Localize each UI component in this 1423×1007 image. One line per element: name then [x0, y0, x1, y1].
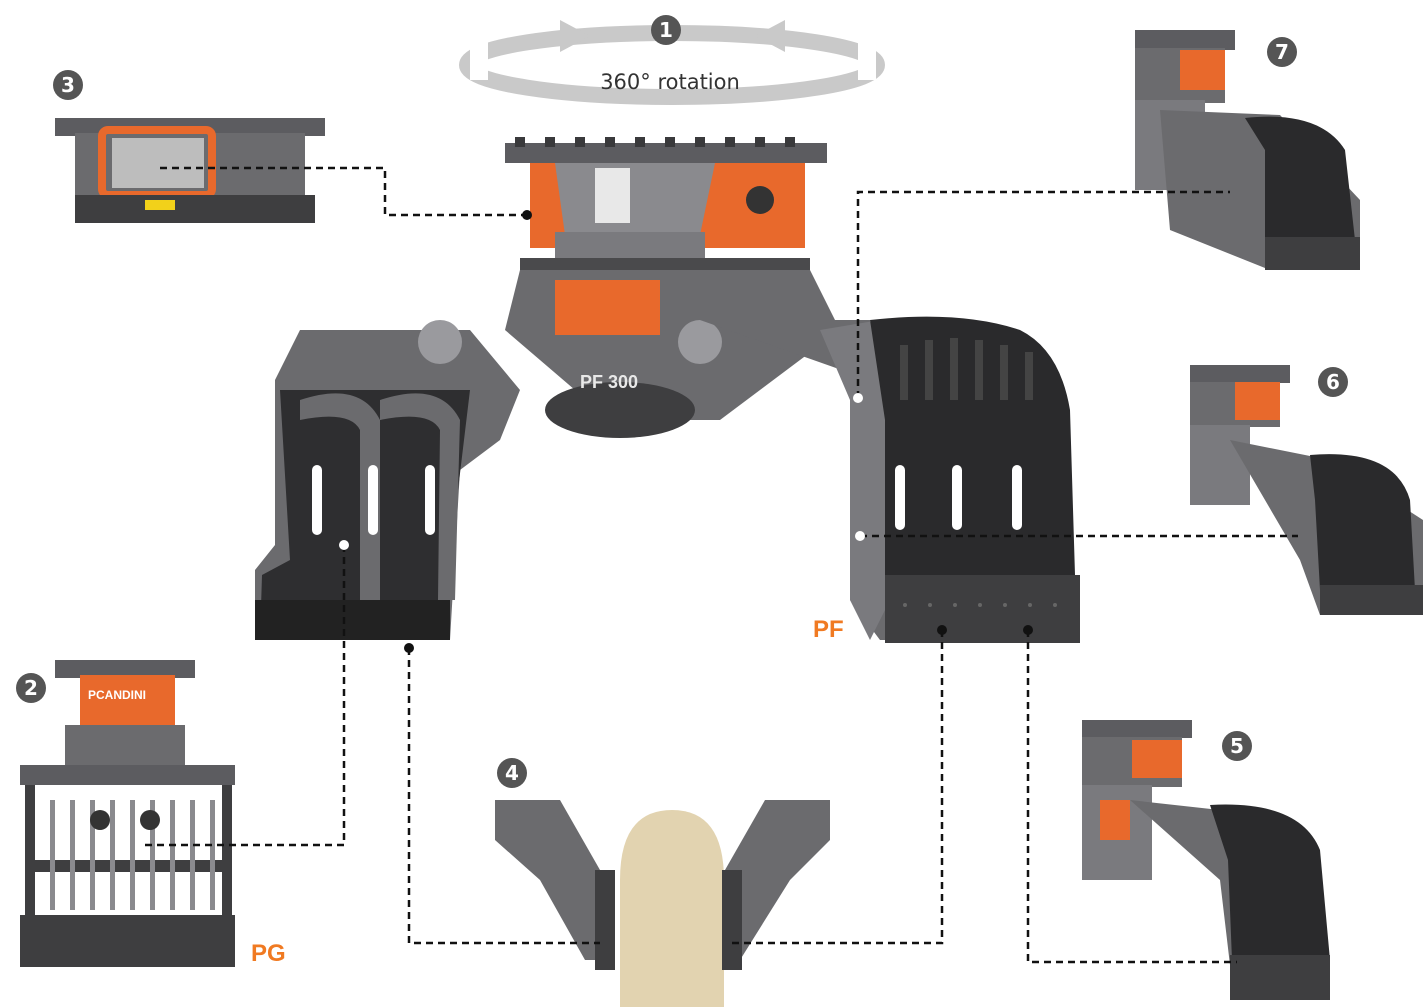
- detail-7-pf-side: [1135, 30, 1360, 271]
- callout-5: 5: [1222, 731, 1252, 761]
- callout-1: 1: [651, 15, 681, 45]
- model-label-pg: PG: [251, 940, 286, 967]
- model-label-pf: PF: [813, 616, 844, 643]
- rotation-label: 360° rotation: [600, 70, 740, 94]
- product-badge: PF 300: [580, 372, 639, 392]
- leader-dots: [339, 210, 1033, 653]
- leader-lines: [145, 166, 1298, 964]
- detail-6-pf-side: [1190, 365, 1423, 615]
- callout-6: 6: [1318, 367, 1348, 397]
- detail-5-pf-side: [1082, 720, 1330, 1000]
- detail-2-pg-front: [20, 660, 235, 967]
- main-grapple: [255, 137, 1080, 643]
- callout-7: 7: [1267, 37, 1297, 67]
- callout-2: 2: [16, 673, 46, 703]
- callout-4: 4: [497, 758, 527, 788]
- callout-3: 3: [53, 70, 83, 100]
- detail-3-rotator: [55, 118, 325, 223]
- brand-plate: PCANDINI: [88, 688, 147, 702]
- detail-4-log-grip: [495, 800, 830, 1007]
